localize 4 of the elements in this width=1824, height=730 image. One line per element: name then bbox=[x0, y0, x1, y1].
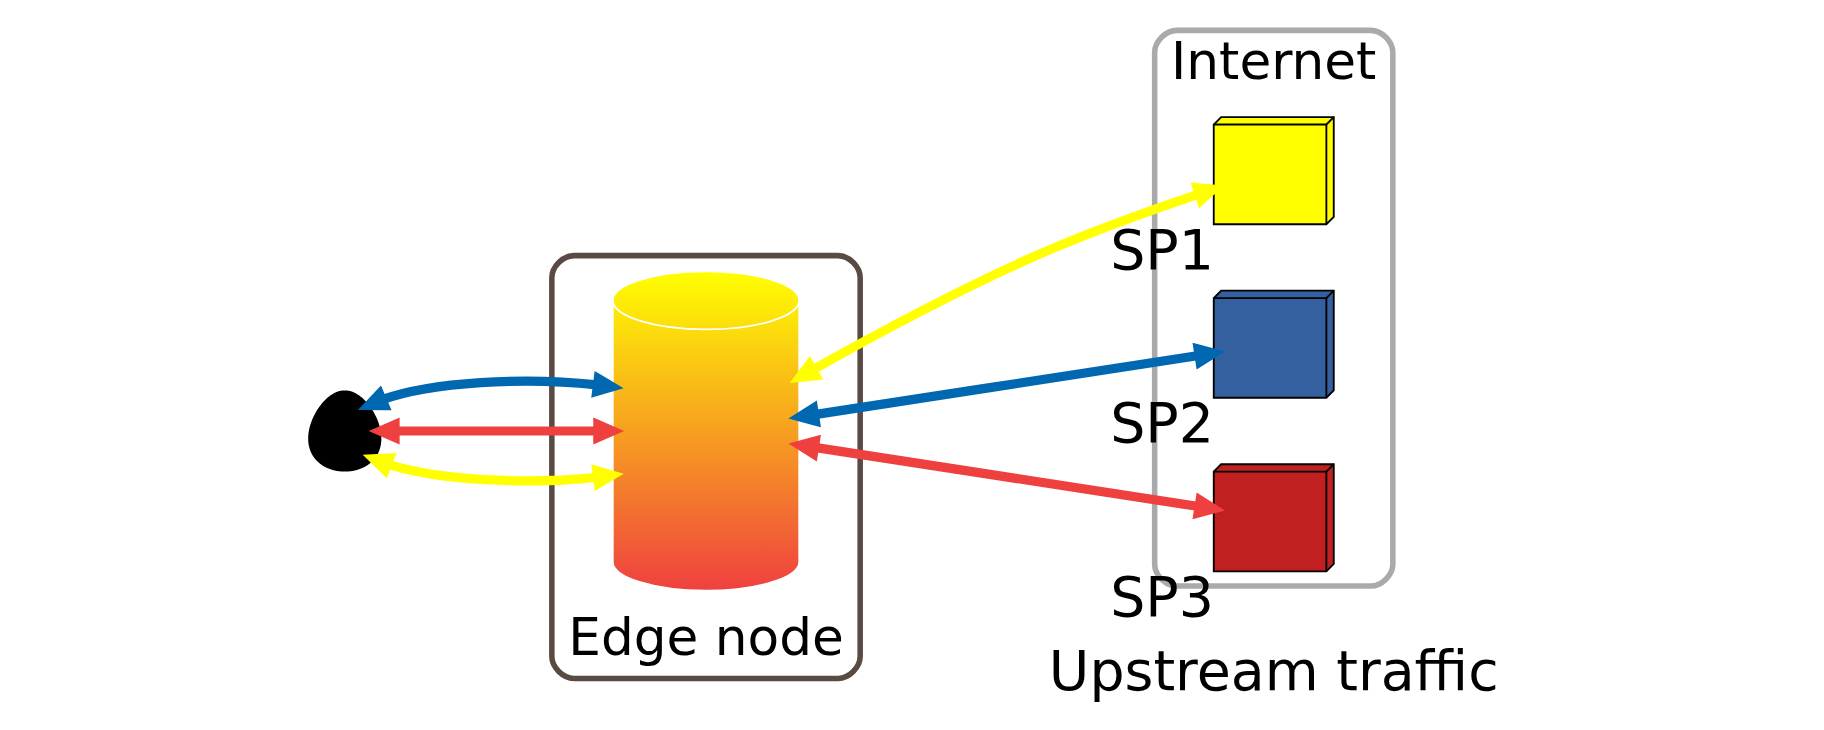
node-label: SP2 bbox=[1109, 391, 1214, 456]
label: Upstream traffic bbox=[1048, 639, 1499, 704]
node-label: SP3 bbox=[1109, 564, 1214, 629]
node-label: SP1 bbox=[1109, 217, 1214, 282]
